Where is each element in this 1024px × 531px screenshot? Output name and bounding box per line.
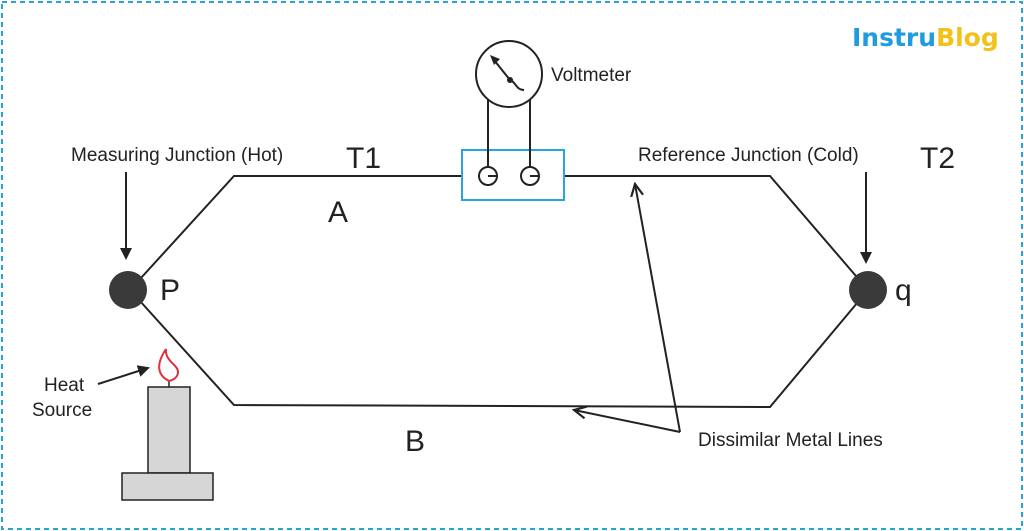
heat-source-arrow (97, 365, 150, 385)
junction-q (849, 271, 887, 309)
dissimilar-arrow-lower (574, 410, 681, 433)
metal-line-b (129, 289, 869, 409)
reference-junction-label: Reference Junction (Cold) (638, 145, 859, 166)
candle-icon (121, 378, 214, 501)
logo: InstruBlog (852, 23, 999, 52)
metal-line-a-right (564, 175, 869, 291)
heat-source-label-line2: Source (32, 400, 92, 421)
dissimilar-metal-lines-label: Dissimilar Metal Lines (698, 430, 883, 451)
metal-line-a (129, 175, 462, 291)
heat-source-label-line1: Heat (44, 375, 85, 396)
logo-part1: Instru (852, 23, 936, 52)
terminal-right (520, 166, 540, 186)
junction-p-label: P (160, 274, 180, 307)
measuring-junction-label: Measuring Junction (Hot) (71, 145, 283, 166)
voltmeter-label: Voltmeter (551, 65, 632, 86)
flame-icon (158, 348, 179, 383)
terminal-box (461, 149, 565, 201)
logo-part2: Blog (936, 23, 999, 52)
terminal-left (478, 166, 498, 186)
junction-q-label: q (895, 274, 912, 307)
t1-label: T1 (346, 142, 381, 175)
metal-a-label: A (328, 196, 348, 229)
t2-label: T2 (920, 142, 955, 175)
voltmeter-icon (475, 40, 543, 108)
dissimilar-arrow-upper (635, 184, 681, 433)
metal-b-label: B (405, 425, 425, 458)
junction-p (109, 271, 147, 309)
